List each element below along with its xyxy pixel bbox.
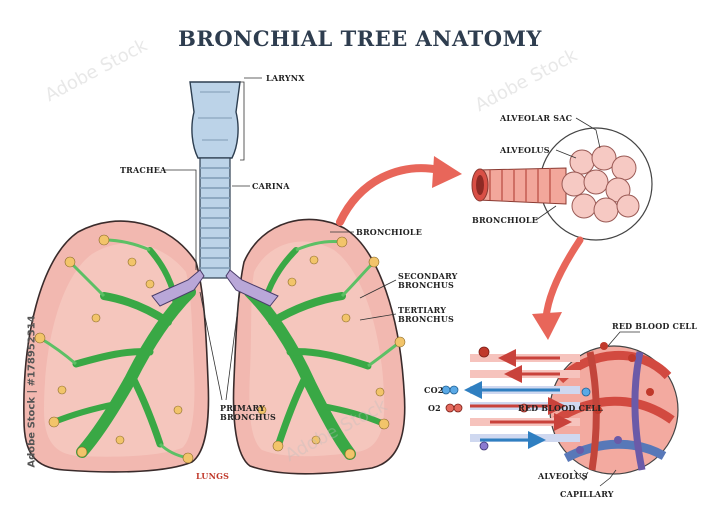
label-alveolus-top: ALVEOLUS (500, 145, 550, 155)
label-o2: O2 (428, 403, 441, 413)
capillary-inset (549, 342, 679, 475)
left-bronchial-tree (39, 238, 196, 460)
bronchiole-tube (471, 167, 567, 205)
label-line: SECONDARY (398, 271, 458, 281)
label-tertiary-bronchus: TERTIARY BRONCHUS (398, 306, 454, 324)
stock-credit: Adobe Stock | #178952314 (26, 315, 38, 468)
label-red-blood-cell-mid: RED BLOOD CELL (518, 403, 604, 413)
label-co2: CO2 (424, 385, 444, 395)
label-bronchiole-inset: BRONCHIOLE (472, 215, 539, 225)
label-line: BRONCHUS (220, 412, 276, 422)
bronchiole-clusters (34, 234, 406, 464)
label-line: BRONCHUS (398, 280, 454, 290)
left-primary-bronchus (151, 269, 205, 307)
larynx (189, 81, 241, 159)
label-secondary-bronchus: SECONDARY BRONCHUS (398, 272, 458, 290)
alveolar-sac-cluster (561, 145, 640, 223)
label-bronchiole: BRONCHIOLE (356, 227, 423, 237)
label-red-blood-cell-top: RED BLOOD CELL (612, 321, 698, 331)
label-line: BRONCHUS (398, 314, 454, 324)
label-alveolus-bottom: ALVEOLUS (538, 471, 588, 481)
label-capillary: CAPILLARY (560, 489, 614, 499)
arrow-to-alveoli (336, 164, 444, 226)
label-primary-bronchus: PRIMARY BRONCHUS (220, 404, 276, 422)
label-line: TERTIARY (398, 305, 447, 315)
label-carina: CARINA (252, 181, 290, 191)
label-larynx: LARYNX (266, 73, 305, 83)
arrow-to-capillary (542, 236, 584, 322)
right-primary-bronchus (225, 269, 279, 307)
label-trachea: TRACHEA (120, 165, 167, 175)
gas-exchange-lanes (441, 346, 591, 451)
label-alveolar-sac: ALVEOLAR SAC (500, 113, 573, 123)
right-bronchial-tree (244, 240, 401, 460)
label-lungs: LUNGS (196, 471, 230, 481)
page-title: BRONCHIAL TREE ANATOMY (178, 26, 542, 51)
label-line: PRIMARY (220, 403, 265, 413)
